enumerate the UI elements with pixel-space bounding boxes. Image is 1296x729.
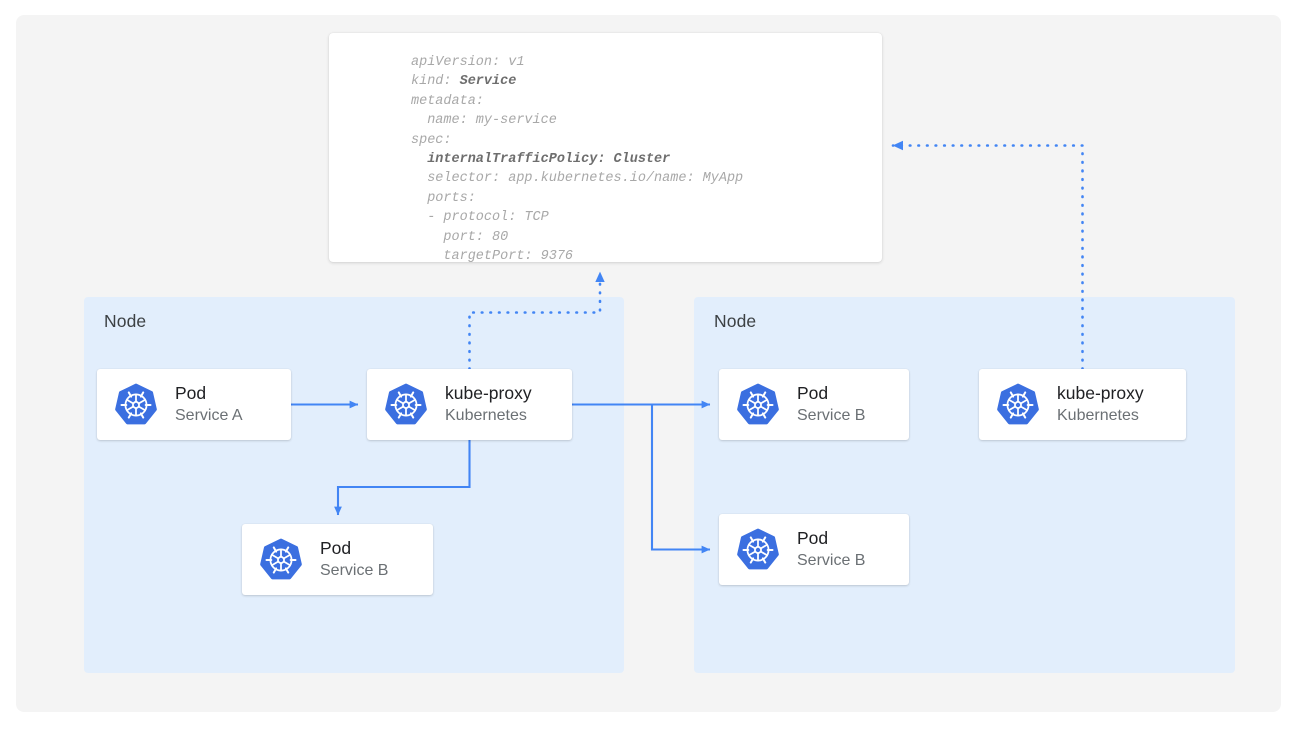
pod-box-subtitle: Service B — [320, 562, 389, 580]
kube-proxy-box-subtitle: Kubernetes — [1057, 407, 1139, 425]
yaml-line: apiVersion: v1 — [411, 55, 525, 70]
yaml-line: spec: — [411, 132, 452, 148]
kubernetes-icon — [736, 383, 780, 427]
kubernetes-icon — [114, 383, 158, 427]
pod-box-service-b-right-node-2[interactable]: Pod Service B — [719, 514, 909, 585]
kube-proxy-box-left[interactable]: kube-proxy Kubernetes — [367, 369, 572, 440]
service-manifest-text: apiVersion: v1 kind: Service metadata: nam… — [411, 53, 743, 262]
kubernetes-icon — [736, 528, 780, 572]
pod-box-text: Pod Service B — [320, 538, 388, 581]
kube-proxy-box-right[interactable]: kube-proxy Kubernetes — [979, 369, 1186, 440]
pod-box-service-a[interactable]: Pod Service A — [97, 369, 291, 440]
node-label-right: Node — [714, 311, 757, 331]
kubernetes-icon — [259, 538, 303, 582]
yaml-line: - protocol: TCP — [411, 210, 549, 226]
yaml-line: name: my-service — [411, 113, 557, 129]
yaml-line: ports: — [411, 190, 476, 206]
yaml-line: port: 80 — [411, 229, 509, 245]
pod-box-text: Pod Service B — [797, 528, 865, 571]
pod-box-title: Pod — [175, 383, 207, 404]
yaml-line: internalTrafficPolicy: Cluster — [411, 152, 671, 168]
node-panel-right: Node — [694, 297, 1235, 673]
pod-box-text: Pod Service B — [797, 383, 865, 426]
kubernetes-icon — [996, 383, 1040, 427]
service-manifest-card: apiVersion: v1 kind: Service metadata: nam… — [329, 33, 882, 262]
node-panel-left: Node — [84, 297, 624, 673]
pod-box-service-b-left-node[interactable]: Pod Service B — [242, 524, 433, 595]
pod-box-text: Pod Service A — [175, 383, 243, 426]
yaml-line: selector: app.kubernetes.io/name: MyApp — [411, 171, 744, 187]
pod-box-subtitle: Service B — [797, 407, 866, 425]
kube-proxy-box-text: kube-proxy Kubernetes — [445, 383, 532, 426]
kube-proxy-box-title: kube-proxy — [445, 383, 532, 404]
pod-box-title: Pod — [797, 528, 829, 549]
pod-box-subtitle: Service A — [175, 407, 243, 425]
kube-proxy-box-title: kube-proxy — [1057, 383, 1144, 404]
yaml-line: targetPort: 9376 — [411, 249, 574, 262]
pod-box-title: Pod — [797, 383, 829, 404]
pod-box-service-b-right-node-1[interactable]: Pod Service B — [719, 369, 909, 440]
pod-box-subtitle: Service B — [797, 552, 866, 570]
kube-proxy-box-text: kube-proxy Kubernetes — [1057, 383, 1144, 426]
yaml-line: kind: Service — [411, 74, 517, 90]
yaml-value-emphasis: Service — [459, 74, 517, 90]
yaml-line: metadata: — [411, 93, 484, 109]
node-label-left: Node — [104, 311, 147, 331]
kubernetes-icon — [384, 383, 428, 427]
pod-box-title: Pod — [320, 538, 352, 559]
kube-proxy-box-subtitle: Kubernetes — [445, 407, 527, 425]
